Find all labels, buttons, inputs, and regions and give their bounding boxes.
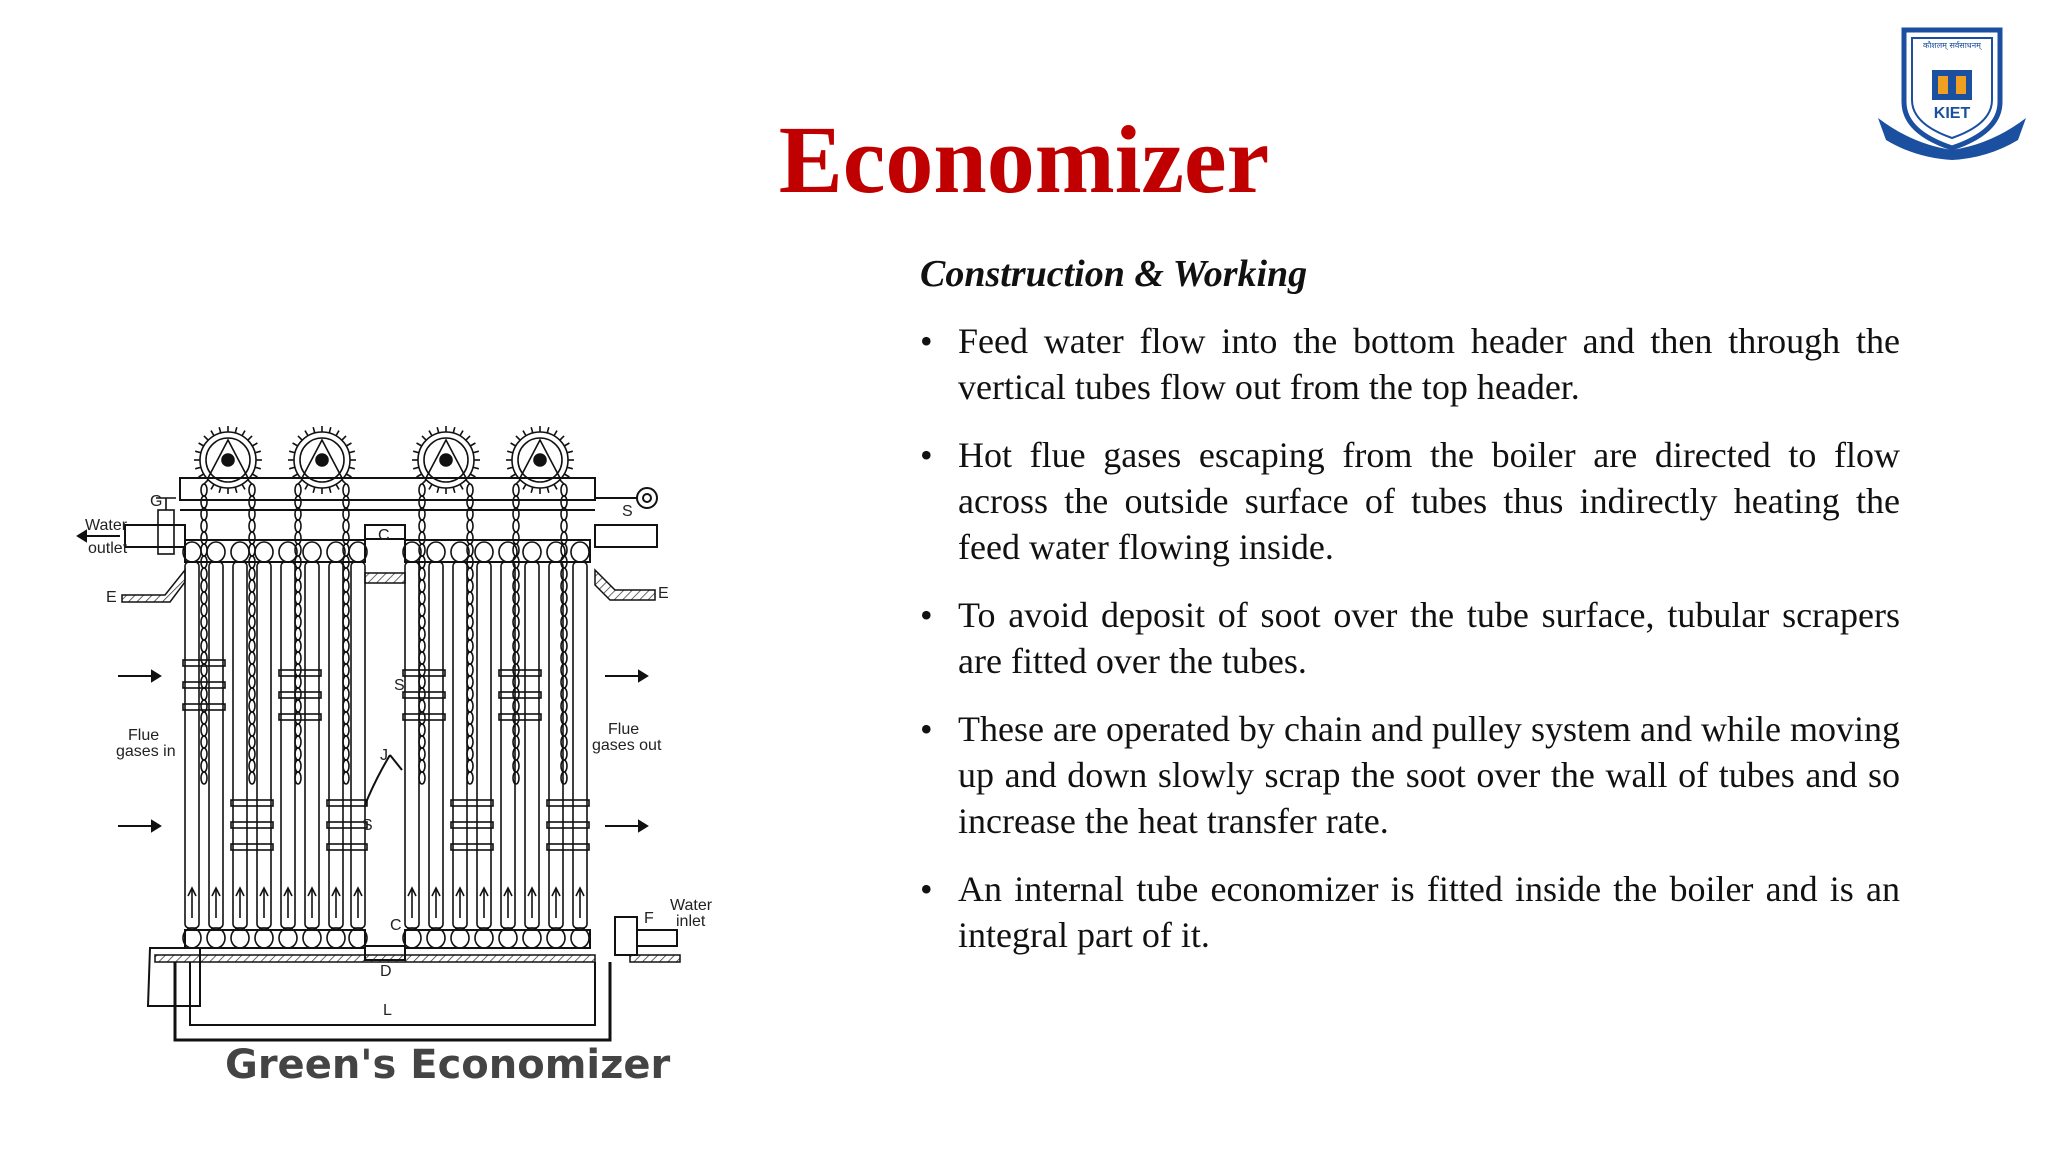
label-flue-in: Flue [128, 727, 159, 744]
tube-scraper [450, 799, 494, 851]
label-water-outlet: Water [85, 517, 128, 534]
label-L: L [383, 1002, 392, 1019]
label-water-outlet-2: outlet [88, 540, 128, 557]
svg-text:KIET: KIET [1934, 105, 1971, 122]
tube [348, 541, 368, 949]
bullet-item: •To avoid deposit of soot over the tube … [920, 592, 1900, 684]
label-J: J [380, 747, 388, 764]
tube-scraper [182, 659, 226, 711]
tube [546, 541, 566, 949]
label-flue-in-2: gases in [116, 743, 176, 760]
label-flue-out: Flue [608, 721, 639, 738]
tube [522, 541, 542, 949]
tube [426, 541, 446, 949]
tube [206, 541, 226, 949]
bullet-icon: • [920, 709, 933, 749]
tube-scraper [230, 799, 274, 851]
tube [254, 541, 274, 949]
svg-text:कौशलम् सर्वसाधनम्: कौशलम् सर्वसाधनम् [1923, 40, 1983, 51]
chain [200, 483, 256, 785]
bullet-list: •Feed water flow into the bottom header … [920, 318, 1900, 958]
pulley-gear [194, 426, 262, 494]
tube-scraper [498, 669, 542, 721]
label-S-low: S [362, 817, 373, 834]
tube [474, 541, 494, 949]
bullet-item: •Feed water flow into the bottom header … [920, 318, 1900, 410]
label-C-bottom: C [390, 917, 402, 934]
greens-economizer-diagram: Water outlet G S C E E Flue gases in Flu… [76, 426, 713, 1042]
bullet-item: •These are operated by chain and pulley … [920, 706, 1900, 844]
diagram-caption: Green's Economizer [225, 1042, 671, 1088]
tube [278, 541, 298, 949]
bullet-icon: • [920, 321, 933, 361]
pulley-gear [412, 426, 480, 494]
label-D: D [380, 963, 392, 980]
tube-scraper [546, 799, 590, 851]
label-C-top: C [378, 527, 390, 544]
chain [294, 483, 350, 785]
label-water-inlet: Water [670, 897, 713, 914]
valve-G [156, 497, 176, 555]
chain [418, 483, 474, 785]
label-S-top: S [622, 503, 633, 520]
institution-logo: कौशलम् सर्वसाधनम् KIET [1878, 27, 2026, 160]
pulley-gear [288, 426, 356, 494]
tube [302, 541, 322, 949]
bullet-item: •An internal tube economizer is fitted i… [920, 866, 1900, 958]
bullet-icon: • [920, 869, 933, 909]
pulley-gear [506, 426, 574, 494]
tube [450, 541, 470, 949]
slide-title: Economizer [778, 106, 1270, 213]
section-heading: Construction & Working [920, 253, 1308, 295]
tube [402, 541, 422, 949]
bullet-item: •Hot flue gases escaping from the boiler… [920, 432, 1900, 570]
tube [326, 541, 346, 949]
tube [570, 541, 590, 949]
label-G: G [150, 493, 162, 510]
bullet-icon: • [920, 435, 933, 475]
chain [512, 483, 568, 785]
bullet-icon: • [920, 595, 933, 635]
label-S-mid: S [394, 677, 405, 694]
label-E-right: E [658, 585, 669, 602]
tube [230, 541, 250, 949]
tube [182, 541, 202, 949]
label-water-inlet-2: inlet [676, 913, 706, 930]
label-E-left: E [106, 589, 117, 606]
label-F: F [644, 910, 654, 927]
content-panel: Construction & Working •Feed water flow … [920, 252, 1900, 980]
label-flue-out-2: gases out [592, 737, 662, 754]
tube [498, 541, 518, 949]
tube-scraper [326, 799, 368, 851]
brick-pit [146, 947, 201, 1007]
